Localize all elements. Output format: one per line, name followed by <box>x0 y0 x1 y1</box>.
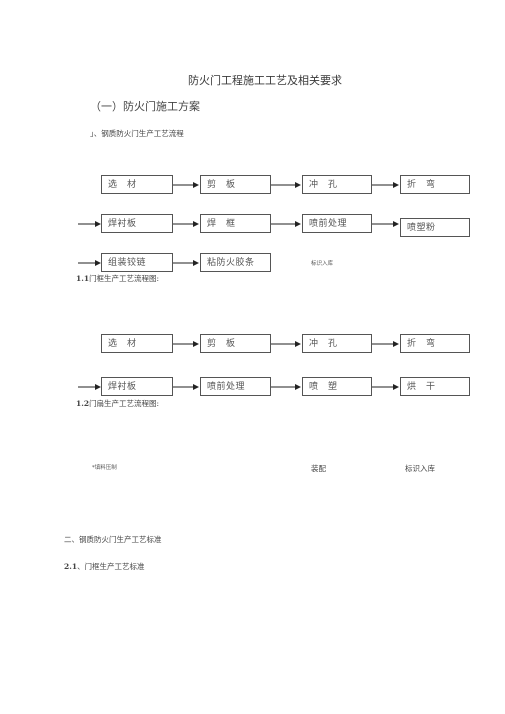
flow1-step-bend: 折 弯 <box>400 175 470 194</box>
flow2-step-dry: 烘 干 <box>400 377 470 396</box>
page-title: 防火门工程施工工艺及相关要求 <box>188 74 342 87</box>
flow2-step-bend: 折 弯 <box>400 334 470 353</box>
flow1-step-fire-strip: 粘防火胶条 <box>200 253 271 272</box>
flow1-step-pretreatment: 喷前处理 <box>302 214 372 233</box>
flow1-note-label-storage: 标识入库 <box>311 261 334 267</box>
section-heading-2: 二、钢质防火门生产工艺标准 <box>64 535 162 544</box>
item-2-1-heading: 2.1、门框生产工艺标准 <box>64 561 145 572</box>
flow2-step-spray: 喷 塑 <box>302 377 372 396</box>
flow2-step-punch: 冲 孔 <box>302 334 372 353</box>
item-1-2-text: 门扇生产工艺流程图: <box>89 399 160 408</box>
flow1-step-weld-frame: 焊 框 <box>200 214 271 233</box>
item-2-1-text: 、门框生产工艺标准 <box>77 562 145 571</box>
item-1-1-text: 门框生产工艺流程图: <box>89 274 160 283</box>
flow1-step-assemble-hinge: 组装铰链 <box>101 253 173 272</box>
item-1-1-heading: 1.1门框生产工艺流程图: <box>76 273 159 284</box>
flow1-step-weld-lining: 焊衬板 <box>101 214 173 233</box>
item-1-heading: 」、钢质防火门生产工艺流程 <box>90 129 184 138</box>
flow1-step-cut-plate: 剪 板 <box>200 175 271 194</box>
flow2-step-weld-lining: 焊衬板 <box>101 377 173 396</box>
item-1-2-number: 1.2 <box>76 399 90 408</box>
flow2-step-select-material: 选 材 <box>101 334 173 353</box>
item-1-1-number: 1.1 <box>76 274 90 283</box>
flow1-step-powder-coat: 喷塑粉 <box>400 218 470 237</box>
flow2-step-cut-plate: 剪 板 <box>200 334 271 353</box>
flow1-step-punch: 冲 孔 <box>302 175 372 194</box>
item-1-2-heading: 1.2门扇生产工艺流程图: <box>76 398 159 409</box>
flow1-step-select-material: 选 材 <box>101 175 173 194</box>
flow2-note-filling: *填料压制 <box>92 465 117 471</box>
flow2-note-label-storage: 标识入库 <box>405 464 435 473</box>
flow2-note-assembly: 装配 <box>311 464 326 473</box>
section-heading-1: （一）防火门施工方案 <box>90 100 200 113</box>
item-2-1-number: 2.1 <box>64 562 78 571</box>
flow2-step-pretreatment: 喷前处理 <box>200 377 271 396</box>
